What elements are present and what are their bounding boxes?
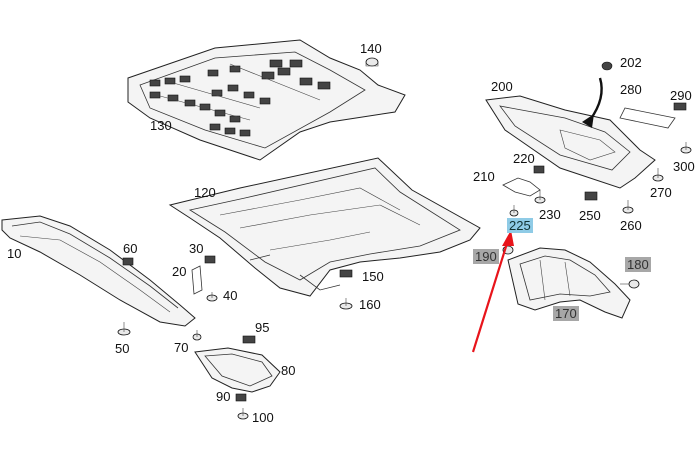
callout-80: 80 — [281, 363, 296, 378]
red-arrow — [471, 236, 511, 353]
callout-40: 40 — [223, 288, 238, 303]
part-10-rail — [1, 215, 196, 327]
callout-225: 225 — [507, 218, 533, 233]
part-270-bolt — [652, 168, 664, 182]
callout-160: 160 — [359, 297, 381, 312]
callout-202: 202 — [620, 55, 642, 70]
red-arrowhead — [502, 230, 514, 246]
arrow-202 — [589, 77, 603, 121]
part-260-bolt — [622, 200, 634, 214]
callout-280: 280 — [620, 82, 642, 97]
part-250-clip — [584, 191, 598, 201]
part-70-bolt — [192, 330, 202, 341]
callout-250: 250 — [579, 208, 601, 223]
part-130-panel — [127, 39, 406, 161]
callout-260: 260 — [620, 218, 642, 233]
callout-210: 210 — [473, 169, 495, 184]
callout-70: 70 — [174, 340, 189, 355]
part-140-clip — [365, 57, 379, 67]
callout-140: 140 — [360, 41, 382, 56]
callout-50: 50 — [115, 341, 130, 356]
callout-300: 300 — [673, 159, 695, 174]
callout-290: 290 — [670, 88, 692, 103]
callout-230: 230 — [539, 207, 561, 222]
arrowhead-202 — [582, 114, 594, 128]
callout-190: 190 — [473, 249, 499, 264]
part-210-bracket — [502, 177, 541, 197]
part-150-clip — [339, 269, 353, 278]
callout-270: 270 — [650, 185, 672, 200]
callout-30: 30 — [189, 241, 204, 256]
part-170-shield — [507, 247, 631, 319]
part-60-clip — [122, 257, 134, 266]
callout-60: 60 — [123, 241, 138, 256]
callout-100: 100 — [252, 410, 274, 425]
callout-180: 180 — [625, 257, 651, 272]
part-202-plug — [601, 61, 613, 71]
part-300-bolt — [680, 142, 692, 154]
callout-150: 150 — [362, 269, 384, 284]
part-180-bolt — [620, 279, 640, 289]
callout-130: 130 — [150, 118, 172, 133]
part-120-panel — [168, 157, 481, 297]
part-100-bolt — [237, 408, 249, 420]
part-280-bracket — [619, 107, 676, 129]
part-160-bolt — [339, 298, 353, 310]
part-80-shield — [194, 347, 281, 393]
callout-120: 120 — [194, 185, 216, 200]
part-230-bolt — [534, 190, 546, 204]
part-50-bolt — [117, 322, 131, 336]
part-200-panel — [485, 95, 656, 189]
part-220-clip — [533, 165, 545, 174]
part-290-clip — [673, 102, 687, 111]
part-225-bolt — [509, 205, 519, 217]
part-30-clip — [204, 255, 216, 264]
callout-170: 170 — [553, 306, 579, 321]
part-95-clip — [242, 335, 256, 344]
callout-90: 90 — [216, 389, 231, 404]
part-90-clip — [235, 393, 247, 402]
callout-95: 95 — [255, 320, 270, 335]
callout-200: 200 — [491, 79, 513, 94]
callout-20: 20 — [172, 264, 187, 279]
callout-10: 10 — [7, 246, 22, 261]
callout-220: 220 — [513, 151, 535, 166]
part-40-bolt — [206, 292, 218, 302]
part-20-bracket — [191, 265, 203, 295]
